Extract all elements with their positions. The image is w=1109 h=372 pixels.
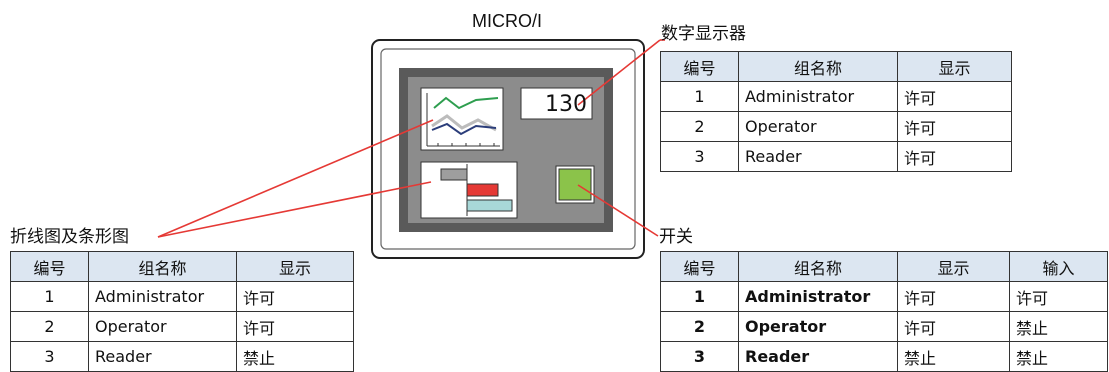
leader-lines [157,39,665,238]
cell-group-name: Reader [738,341,898,372]
cell-display: 禁止 [897,341,1010,372]
header-group-name: 组名称 [738,251,898,282]
cell-number: 1 [10,281,89,312]
leader-numeric [577,39,661,106]
cell-display: 许可 [236,281,354,312]
cell-group-name: Operator [88,311,237,342]
bar-red [466,183,499,197]
table-row: 3 Reader 许可 [660,141,1012,172]
table-row: 2 Operator 许可 [10,311,354,342]
cell-input: 禁止 [1009,311,1108,342]
header-group-name: 组名称 [738,51,898,82]
cell-number: 3 [660,341,739,372]
numeric-display-permission-table: 编号 组名称 显示 1 Administrator 许可 2 Operator … [660,51,1012,172]
cell-display: 许可 [236,311,354,342]
cell-number: 3 [660,141,739,172]
cell-number: 3 [10,341,89,372]
cell-group-name: Operator [738,111,898,142]
header-number: 编号 [660,51,739,82]
bar-gray [440,168,468,181]
device-title: MICRO/I [472,11,542,31]
table-row: 3 Reader 禁止 [10,341,354,372]
cell-display: 许可 [897,81,1012,112]
cell-number: 2 [660,111,739,142]
header-input: 输入 [1009,251,1108,282]
numeric-display-value: 130 [545,92,587,117]
cell-group-name: Reader [738,141,898,172]
leader-bar-graph [157,181,432,238]
leader-line-graph [157,119,434,238]
header-number: 编号 [10,251,89,282]
leader-switch [577,184,659,237]
table-row: 1 Administrator 许可 [660,81,1012,112]
cell-group-name: Administrator [88,281,237,312]
header-group-name: 组名称 [88,251,237,282]
header-display: 显示 [897,251,1010,282]
cell-display: 许可 [897,311,1010,342]
callout-numeric-display: 数字显示器 [661,24,746,44]
callout-switch: 开关 [659,227,693,247]
cell-display: 禁止 [236,341,354,372]
cell-number: 2 [10,311,89,342]
graph-permission-table: 编号 组名称 显示 1 Administrator 许可 2 Operator … [10,251,354,372]
series-green [433,96,499,110]
header-number: 编号 [660,251,739,282]
cell-group-name: Operator [738,311,898,342]
switch-green-face [558,168,592,201]
cell-group-name: Administrator [738,81,898,112]
table-row: 3 Reader 禁止 禁止 [660,341,1108,372]
series-gray [431,114,497,132]
callout-graph: 折线图及条形图 [10,227,129,247]
cell-display: 许可 [897,141,1012,172]
table-row: 2 Operator 许可 禁止 [660,311,1108,342]
table-row: 1 Administrator 许可 [10,281,354,312]
cell-group-name: Reader [88,341,237,372]
cell-number: 2 [660,311,739,342]
line-graph-widget [420,87,504,151]
header-display: 显示 [897,51,1012,82]
cell-group-name: Administrator [738,281,898,312]
table-row: 1 Administrator 许可 许可 [660,281,1108,312]
device-inner-frame [380,48,636,250]
cell-display: 许可 [897,281,1010,312]
switch-widget [555,165,595,204]
cell-input: 许可 [1009,281,1108,312]
cell-number: 1 [660,81,739,112]
cell-input: 禁止 [1009,341,1108,372]
bar-graph-widget [420,161,518,219]
table-row: 2 Operator 许可 [660,111,1012,142]
header-display: 显示 [236,251,354,282]
bar-teal [466,199,513,212]
series-navy [431,122,497,136]
cell-display: 许可 [897,111,1012,142]
switch-permission-table: 编号 组名称 显示 输入 1 Administrator 许可 许可 2 Ope… [660,251,1108,372]
cell-number: 1 [660,281,739,312]
